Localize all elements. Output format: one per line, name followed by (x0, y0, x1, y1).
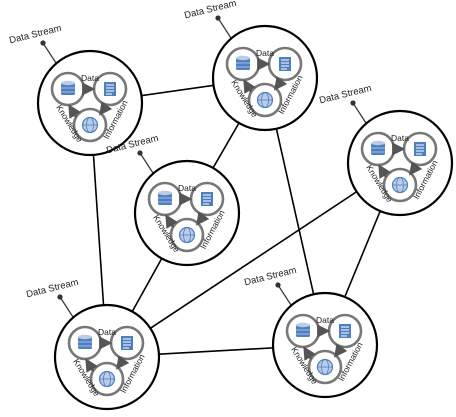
data-stream-stem (277, 284, 292, 306)
data-stream-label: Data Stream (243, 265, 297, 289)
data-stream-dot (275, 282, 281, 288)
database-icon (157, 190, 173, 206)
knowledge-arrow (378, 164, 391, 179)
information-arrow (99, 101, 113, 116)
knowledge-arrow (303, 346, 316, 361)
data-stream-stem (352, 102, 367, 124)
database-icon (370, 140, 386, 156)
data-stream-dot (215, 15, 221, 21)
database-icon (235, 55, 251, 71)
data-label: Data (98, 327, 116, 337)
document-icon (200, 191, 214, 207)
globe-icon (391, 176, 409, 194)
knowledge-arrow (243, 79, 256, 94)
data-stream-stem (59, 296, 74, 318)
data-stream-dot (57, 294, 63, 300)
data-label: Data (391, 133, 409, 143)
knowledge-arrow (85, 358, 98, 373)
document-icon (120, 335, 134, 351)
data-stream-label: Data Stream (183, 0, 237, 21)
knowledge-arrow (165, 214, 178, 229)
globe-icon (98, 370, 116, 388)
document-icon (103, 81, 117, 97)
database-icon (60, 80, 76, 96)
data-label: Data (178, 183, 196, 193)
information-arrow (334, 343, 348, 358)
connection-line (106, 162, 401, 358)
data-stream-stem (217, 17, 232, 39)
information-arrow (274, 76, 288, 91)
data-label: Data (81, 73, 99, 83)
data-stream-dot (137, 150, 143, 156)
globe-icon (316, 358, 334, 376)
data-stream-dot (40, 40, 46, 46)
knowledge-arrow (68, 104, 81, 119)
data-stream-stem (42, 42, 57, 64)
globe-icon (81, 116, 99, 134)
information-arrow (116, 355, 130, 370)
data-label: Data (256, 48, 274, 58)
database-icon (77, 334, 93, 350)
data-stream-stem (139, 152, 154, 174)
document-icon (338, 323, 352, 339)
document-icon (278, 56, 292, 72)
document-icon (413, 141, 427, 157)
data-stream-label: Data Stream (25, 277, 79, 301)
data-stream-dot (350, 100, 356, 106)
information-arrow (409, 161, 423, 176)
globe-icon (178, 226, 196, 244)
database-icon (295, 322, 311, 338)
nodes: Data StreamDataInformationKnowledgeData … (8, 0, 454, 411)
data-stream-label: Data Stream (318, 83, 372, 107)
data-label: Data (316, 315, 334, 325)
globe-icon (256, 91, 274, 109)
data-stream-label: Data Stream (8, 23, 62, 47)
information-arrow (196, 211, 210, 226)
